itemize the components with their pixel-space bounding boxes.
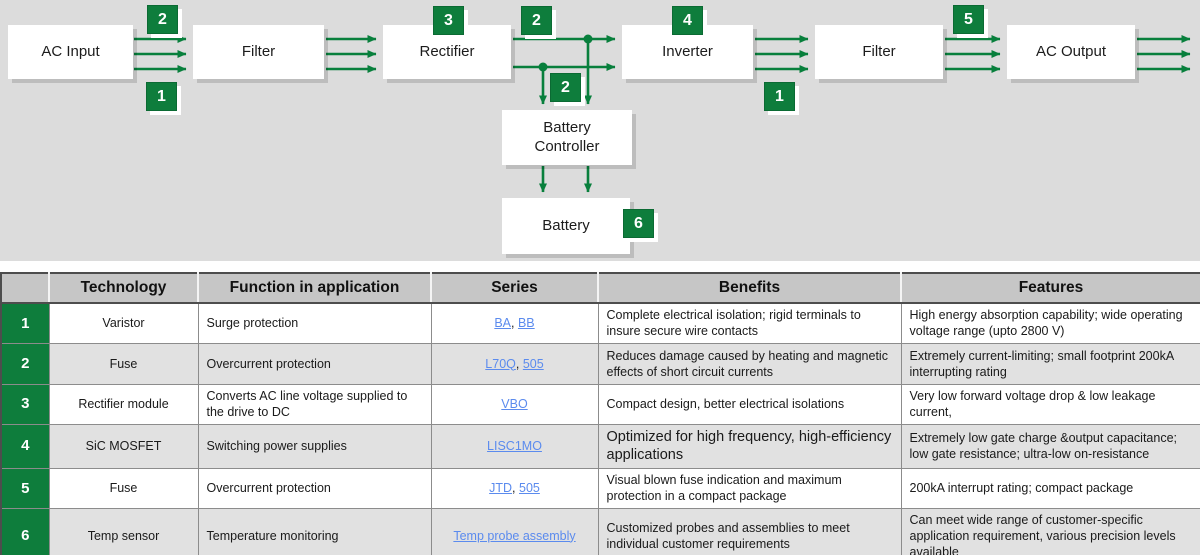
junction-dot bbox=[538, 62, 548, 72]
benefits-cell: Reduces damage caused by heating and mag… bbox=[597, 342, 902, 385]
row-number: 1 bbox=[0, 302, 50, 344]
benefits-cell: Customized probes and assemblies to meet… bbox=[597, 507, 902, 555]
row-number: 4 bbox=[0, 423, 50, 469]
series-cell: Temp probe assembly bbox=[430, 507, 599, 555]
features-cell: Extremely current-limiting; small footpr… bbox=[900, 342, 1200, 385]
series-cell: LISC1MO bbox=[430, 423, 599, 469]
features-cell: High energy absorption capability; wide … bbox=[900, 302, 1200, 344]
features-cell: 200kA interrupt rating; compact package bbox=[900, 467, 1200, 509]
technology-cell: SiC MOSFET bbox=[48, 423, 199, 469]
technology-cell: Varistor bbox=[48, 302, 199, 344]
table-row: 5 Fuse Overcurrent protection JTD, 505 V… bbox=[0, 467, 1200, 509]
series-separator: , bbox=[512, 481, 519, 496]
series-cell: BA, BB bbox=[430, 302, 599, 344]
marker-badge-2-battery: 2 bbox=[550, 73, 581, 102]
table-row: 1 Varistor Surge protection BA, BB Compl… bbox=[0, 302, 1200, 344]
block-battery: Battery bbox=[502, 198, 630, 254]
marker-badge-1-output: 1 bbox=[764, 82, 795, 111]
technology-cell: Temp sensor bbox=[48, 507, 199, 555]
function-cell: Switching power supplies bbox=[197, 423, 432, 469]
function-cell: Overcurrent protection bbox=[197, 342, 432, 385]
block-ac-input: AC Input bbox=[8, 25, 133, 79]
features-cell: Can meet wide range of customer-specific… bbox=[900, 507, 1200, 555]
series-cell: L70Q, 505 bbox=[430, 342, 599, 385]
function-cell: Surge protection bbox=[197, 302, 432, 344]
technology-cell: Fuse bbox=[48, 467, 199, 509]
junction-dot bbox=[583, 34, 593, 44]
diagram-arrows bbox=[134, 34, 1191, 193]
marker-badge-5-output: 5 bbox=[953, 5, 984, 34]
header-series: Series bbox=[430, 273, 599, 304]
features-cell: Very low forward voltage drop & low leak… bbox=[900, 383, 1200, 425]
function-cell: Overcurrent protection bbox=[197, 467, 432, 509]
block-filter-input: Filter bbox=[193, 25, 324, 79]
benefits-cell: Complete electrical isolation; rigid ter… bbox=[597, 302, 902, 344]
component-table: Technology Function in application Serie… bbox=[0, 272, 1200, 555]
series-cell: JTD, 505 bbox=[430, 467, 599, 509]
component-table-wrapper: Technology Function in application Serie… bbox=[0, 272, 1200, 555]
series-link[interactable]: BA bbox=[494, 316, 512, 331]
header-technology: Technology bbox=[48, 273, 199, 304]
features-cell: Extremely low gate charge &output capaci… bbox=[900, 423, 1200, 469]
series-link[interactable]: 505 bbox=[522, 356, 544, 371]
series-separator: , bbox=[515, 356, 523, 371]
header-features: Features bbox=[900, 273, 1200, 304]
block-ac-output: AC Output bbox=[1007, 25, 1135, 79]
technology-cell: Rectifier module bbox=[48, 383, 199, 425]
block-battery-controller: Battery Controller bbox=[502, 110, 632, 165]
row-number: 5 bbox=[0, 467, 50, 509]
table-row: 2 Fuse Overcurrent protection L70Q, 505 … bbox=[0, 342, 1200, 385]
series-link[interactable]: LISC1MO bbox=[487, 439, 542, 454]
table-row: 6 Temp sensor Temperature monitoring Tem… bbox=[0, 507, 1200, 555]
technology-cell: Fuse bbox=[48, 342, 199, 385]
table-row: 3 Rectifier module Converts AC line volt… bbox=[0, 383, 1200, 425]
series-link[interactable]: BB bbox=[517, 316, 535, 331]
series-cell: VBO bbox=[430, 383, 599, 425]
power-block-diagram: AC Input Filter Rectifier Inverter Filte… bbox=[0, 0, 1200, 261]
series-link[interactable]: VBO bbox=[501, 397, 528, 411]
table-row: 4 SiC MOSFET Switching power supplies LI… bbox=[0, 423, 1200, 469]
series-link[interactable]: L70Q bbox=[485, 356, 516, 371]
marker-badge-3-rectifier: 3 bbox=[433, 6, 464, 35]
corner-header-cell bbox=[1, 273, 50, 304]
header-benefits: Benefits bbox=[597, 273, 902, 304]
table-header-row: Technology Function in application Serie… bbox=[1, 273, 1200, 304]
row-number: 2 bbox=[0, 342, 50, 385]
block-filter-output: Filter bbox=[815, 25, 943, 79]
series-link[interactable]: Temp probe assembly bbox=[453, 528, 576, 543]
series-link[interactable]: JTD bbox=[489, 481, 513, 496]
series-link[interactable]: 505 bbox=[519, 481, 540, 496]
row-number: 3 bbox=[0, 383, 50, 425]
marker-badge-4-inverter: 4 bbox=[672, 6, 703, 35]
marker-badge-2-dcbus: 2 bbox=[521, 6, 552, 35]
row-number: 6 bbox=[0, 507, 50, 555]
function-cell: Temperature monitoring bbox=[197, 507, 432, 555]
series-separator: , bbox=[511, 316, 518, 331]
benefits-cell: Visual blown fuse indication and maximum… bbox=[597, 467, 902, 509]
function-cell: Converts AC line voltage supplied to the… bbox=[197, 383, 432, 425]
benefits-cell: Optimized for high frequency, high-effic… bbox=[597, 423, 902, 469]
marker-badge-6-battery: 6 bbox=[623, 209, 654, 238]
header-function: Function in application bbox=[197, 273, 432, 304]
benefits-cell: Compact design, better electrical isolat… bbox=[597, 383, 902, 425]
marker-badge-2-input: 2 bbox=[147, 5, 178, 34]
marker-badge-1-input: 1 bbox=[146, 82, 177, 111]
